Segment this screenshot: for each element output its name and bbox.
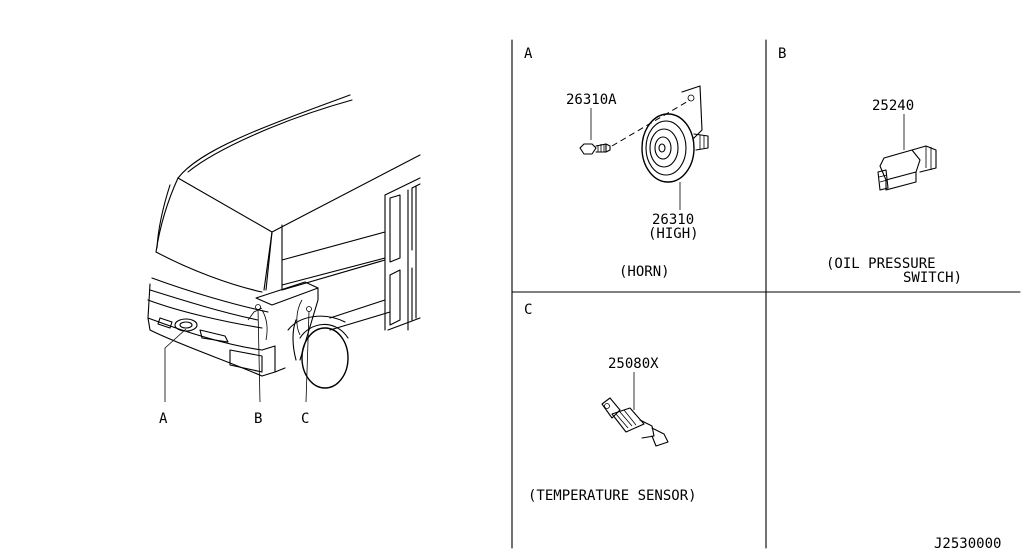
vehicle-callout-c: C xyxy=(301,411,309,427)
panel-b-caption-line2: SWITCH) xyxy=(903,270,962,286)
panel-b-label: B xyxy=(778,46,786,62)
part-25080x-number: 25080X xyxy=(608,356,659,372)
bolt-icon xyxy=(579,143,611,155)
panel-a-label: A xyxy=(524,46,533,62)
temperature-sensor-icon xyxy=(601,397,669,447)
vehicle-callout-b: B xyxy=(254,411,262,427)
panel-a-caption: (HORN) xyxy=(619,264,670,280)
oil-pressure-switch-icon xyxy=(877,145,937,191)
part-25240-number: 25240 xyxy=(872,98,914,114)
panel-a: A 26310A 26310 (HIGH) (HORN) xyxy=(524,46,709,280)
diagram-code: J2530000 xyxy=(934,536,1001,552)
panel-c-caption: (TEMPERATURE SENSOR) xyxy=(528,488,697,504)
panel-c-label: C xyxy=(524,302,532,318)
vehicle-illustration xyxy=(147,94,421,403)
panel-b: B 25240 (OIL PRESSURE SWITCH) xyxy=(778,46,962,286)
panel-b-caption-line1: (OIL PRESSURE xyxy=(826,256,936,272)
panel-c: C 25080X (TEMPERATURE SENSOR) xyxy=(524,302,697,504)
panel-grid xyxy=(511,39,1021,549)
horn-icon xyxy=(641,85,709,183)
part-26310-number: 26310 xyxy=(652,212,694,228)
vehicle-callout-a: A xyxy=(159,411,168,427)
part-26310-note: (HIGH) xyxy=(648,226,699,242)
part-26310a-number: 26310A xyxy=(566,92,617,108)
